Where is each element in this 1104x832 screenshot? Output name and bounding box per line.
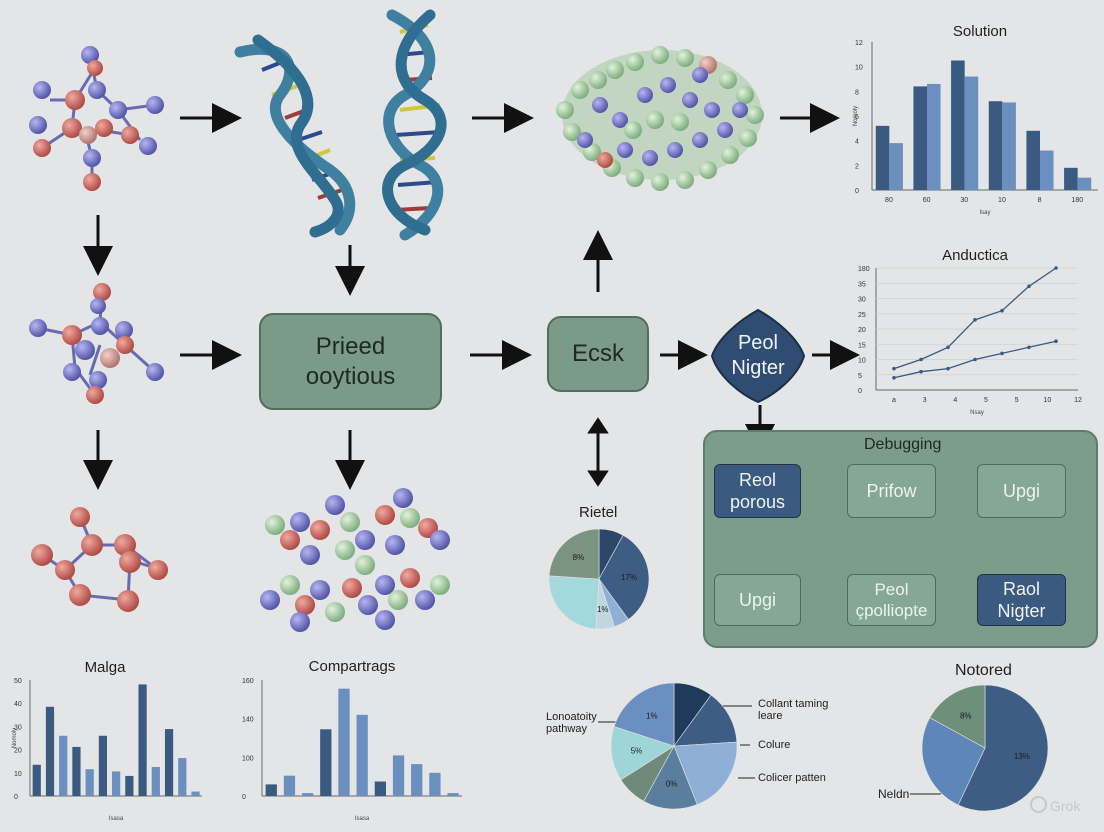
rietel-slice-label: 1% bbox=[597, 605, 609, 614]
rietel-title: Rietel bbox=[579, 504, 617, 521]
grok-logo-icon bbox=[1030, 796, 1047, 813]
rietel-slice-label: 17% bbox=[621, 573, 637, 582]
grok-watermark: Grok bbox=[1030, 796, 1080, 814]
notored-slice-label: 8% bbox=[960, 711, 972, 720]
notored-slice-label: 13% bbox=[1014, 752, 1030, 761]
bottom-pie-slice-label: 1% bbox=[646, 711, 658, 720]
colure-label: Colure bbox=[758, 739, 790, 751]
longevity-label: Lonoatoity pathway bbox=[546, 712, 597, 735]
coliter-label: Colicer patten bbox=[758, 772, 826, 784]
bottom-pie-slice-label: 0% bbox=[666, 780, 678, 789]
neldn-label: Neldn bbox=[878, 787, 909, 801]
grok-watermark-text: Grok bbox=[1050, 798, 1080, 814]
rietel-slice bbox=[549, 576, 599, 629]
collant-label: Collant taming leare bbox=[758, 699, 828, 722]
notored-title: Notored bbox=[955, 662, 1012, 680]
rietel-slice-label: 8% bbox=[573, 553, 585, 562]
bottom-pie-slice-label: 5% bbox=[631, 747, 643, 756]
